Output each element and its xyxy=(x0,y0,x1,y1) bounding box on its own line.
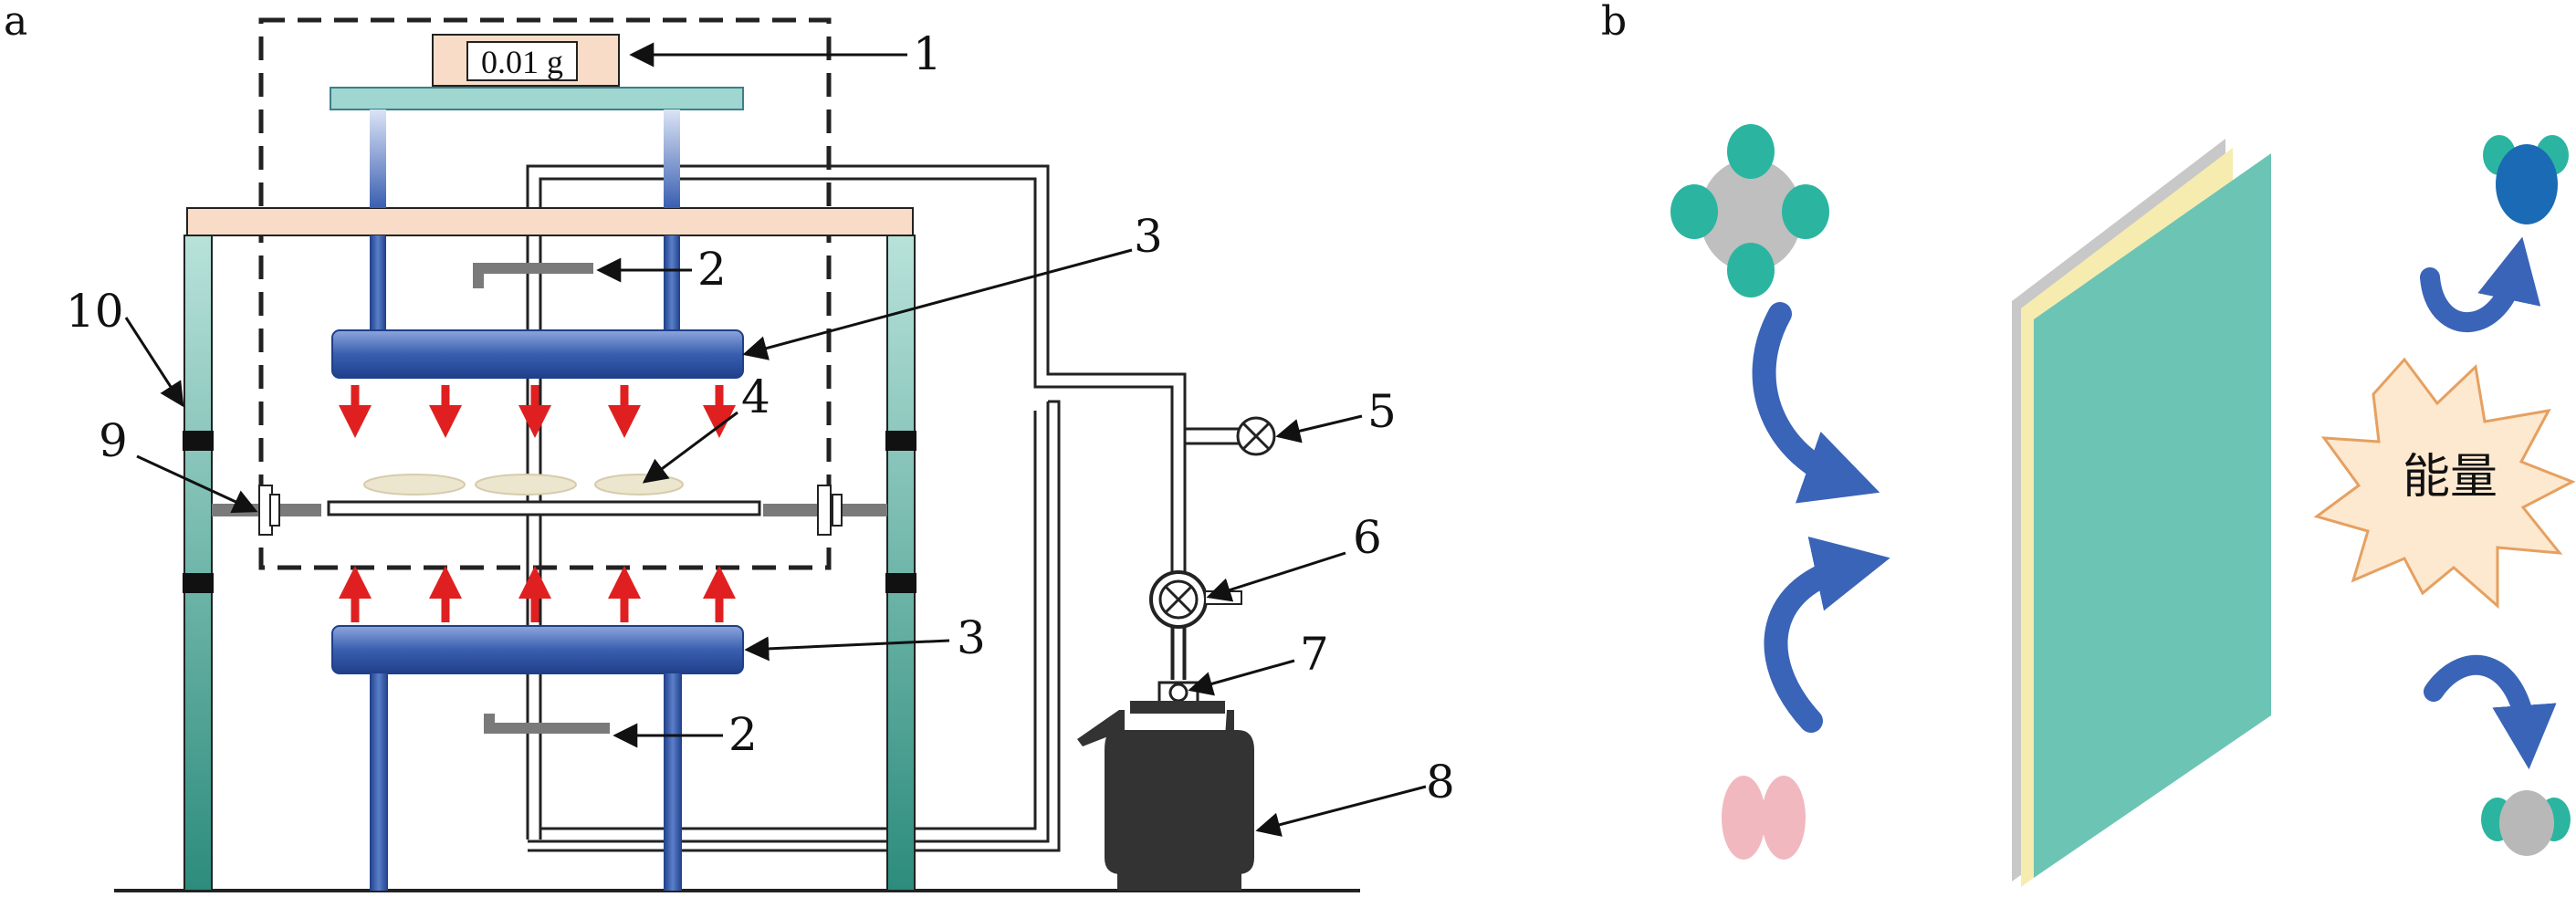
top-beam xyxy=(186,207,914,236)
upper-heater xyxy=(331,329,744,379)
product-molecule-bottom xyxy=(2481,790,2571,856)
callout-2-upper: 2 xyxy=(697,243,727,296)
tray-clip-right xyxy=(817,485,832,536)
tray-clip-left-inner xyxy=(269,494,280,527)
heat-arrows-up xyxy=(339,566,736,622)
tray-clip-right-inner xyxy=(832,494,843,527)
leader-lines xyxy=(124,42,1427,837)
sample-piece xyxy=(475,474,577,495)
hanger-rod-right-lower xyxy=(664,235,680,332)
callout-1: 1 xyxy=(913,27,942,80)
valve-6-cross xyxy=(1164,585,1193,614)
callout-3-upper: 3 xyxy=(1134,210,1163,263)
balance-display xyxy=(466,41,578,81)
panel-b-label: b xyxy=(1601,0,1627,45)
thermocouple-lower xyxy=(484,714,610,734)
heat-arrows-down xyxy=(339,385,736,438)
callout-2-lower: 2 xyxy=(728,708,758,761)
frame-post-left xyxy=(183,235,213,892)
callout-7: 7 xyxy=(1300,628,1329,681)
energy-label: 能量 xyxy=(2403,450,2497,505)
gas-cylinder xyxy=(1077,701,1254,891)
heater-leg-left xyxy=(370,673,388,891)
frame-clamp xyxy=(885,431,916,451)
sample-tray xyxy=(327,500,761,516)
frame-clamp xyxy=(183,573,214,593)
regulator-7-dial xyxy=(1168,683,1189,703)
hanger-rod-left-lower xyxy=(370,235,386,332)
frame-clamp xyxy=(183,431,214,451)
hanger-rod-right xyxy=(664,110,680,208)
curved-arrow-down-icon xyxy=(1752,302,1880,504)
valve-5-cross xyxy=(1241,422,1271,451)
pink-molecule xyxy=(1722,776,1806,860)
frame-clamp xyxy=(885,573,916,593)
curved-arrow-down-right-icon xyxy=(2424,654,2557,770)
heater-leg-right xyxy=(664,673,682,891)
frame-post-right xyxy=(886,235,916,892)
balance-reading: 0.01 g xyxy=(481,44,563,80)
curved-arrow-up-right-icon xyxy=(2420,236,2541,333)
thermocouple-upper xyxy=(473,263,593,288)
callout-8: 8 xyxy=(1426,756,1455,808)
callout-3-lower: 3 xyxy=(957,611,986,664)
callout-6: 6 xyxy=(1353,511,1382,564)
panel-a-label: a xyxy=(4,0,27,45)
panel-b: b 能量 xyxy=(1601,0,2576,887)
callout-9: 9 xyxy=(99,414,128,467)
reactant-molecule xyxy=(1670,124,1829,297)
callout-10: 10 xyxy=(66,285,124,338)
hanger-rod-left xyxy=(370,110,386,208)
callout-5: 5 xyxy=(1367,385,1397,438)
balance-pan xyxy=(330,87,744,110)
curved-arrow-up-icon xyxy=(1764,537,1890,733)
membrane-panel xyxy=(2012,139,2271,887)
sample-piece xyxy=(363,474,466,495)
lower-heater xyxy=(331,625,744,674)
energy-burst xyxy=(2313,357,2576,610)
product-molecule-top xyxy=(2483,135,2569,224)
panel-a: a 0.01 g xyxy=(4,0,1455,892)
callout-4: 4 xyxy=(741,370,770,423)
sample-piece xyxy=(594,474,684,495)
gas-pipe xyxy=(526,164,1255,852)
